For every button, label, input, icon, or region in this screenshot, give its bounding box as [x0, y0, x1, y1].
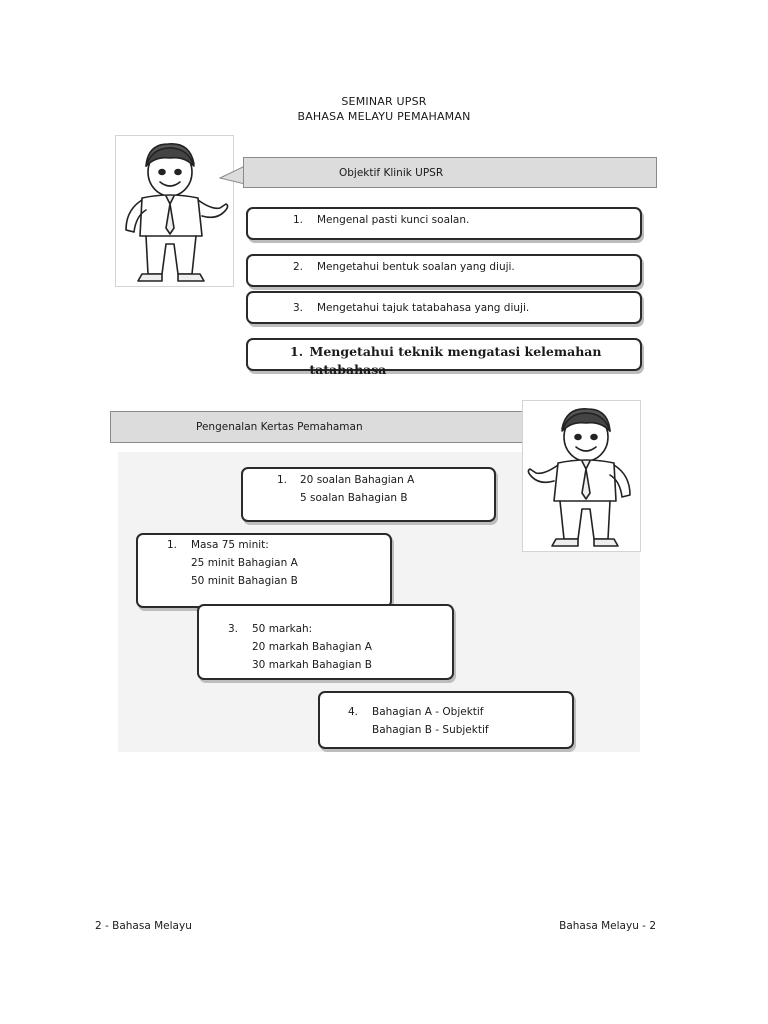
objective-banner-label: Objektif Klinik UPSR — [339, 166, 444, 179]
info-box-questions: 1. 20 soalan Bahagian A 5 soalan Bahagia… — [241, 467, 496, 522]
objective-item-2: 2. Mengetahui bentuk soalan yang diuji. — [246, 254, 642, 287]
introduction-banner: Pengenalan Kertas Pemahaman — [110, 411, 525, 443]
item-number: 1. — [293, 214, 304, 226]
box-line: 25 minit Bahagian A — [191, 557, 298, 569]
footer-right: Bahasa Melayu - 2 — [559, 920, 656, 932]
info-box-time: 1. Masa 75 minit: 25 minit Bahagian A 50… — [136, 533, 392, 608]
item-number: 3. — [293, 302, 304, 314]
info-box-sections: 4. Bahagian A - Objektif Bahagian B - Su… — [318, 691, 574, 749]
item-text: Mengenal pasti kunci soalan. — [317, 214, 470, 226]
box-line: Bahagian B - Subjektif — [372, 724, 489, 736]
box-line: 30 markah Bahagian B — [252, 659, 372, 671]
box-line: Bahagian A - Objektif — [372, 706, 484, 718]
objective-highlight-item: 1. Mengetahui teknik mengatasi kelemahan … — [246, 338, 642, 377]
banner-pointer-left — [219, 158, 245, 188]
teacher-icon — [125, 143, 229, 282]
item-number: 2. — [293, 261, 304, 273]
item-text: Mengetahui tajuk tatabahasa yang diuji. — [317, 302, 530, 314]
item-text: Mengetahui teknik mengatasi kelemahan ta… — [309, 344, 602, 377]
box-number: 3. — [228, 623, 239, 635]
item-text: Mengetahui bentuk soalan yang diuji. — [317, 261, 515, 273]
introduction-banner-label: Pengenalan Kertas Pemahaman — [196, 421, 363, 433]
box-number: 4. — [348, 706, 359, 718]
document-subtitle: BAHASA MELAYU PEMAHAMAN — [297, 110, 471, 123]
box-line: 50 markah: — [252, 623, 313, 635]
teacher-illustration-left — [115, 135, 234, 287]
box-line: 50 minit Bahagian B — [191, 575, 298, 587]
footer-left: 2 - Bahasa Melayu — [95, 920, 192, 932]
box-line: 20 markah Bahagian A — [252, 641, 372, 653]
box-line: Masa 75 minit: — [191, 539, 269, 551]
objective-banner: Objektif Klinik UPSR — [243, 157, 657, 188]
box-line: 5 soalan Bahagian B — [300, 492, 408, 504]
box-number: 1. — [167, 539, 178, 551]
document-title: SEMINAR UPSR — [341, 95, 427, 108]
teacher-illustration-right — [522, 400, 641, 552]
item-number: 1. — [290, 344, 304, 359]
box-line: 20 soalan Bahagian A — [300, 474, 415, 486]
info-box-marks: 3. 50 markah: 20 markah Bahagian A 30 ma… — [197, 604, 454, 680]
teacher-icon — [527, 408, 631, 547]
objective-item-1: 1. Mengenal pasti kunci soalan. — [246, 207, 642, 240]
box-number: 1. — [277, 474, 288, 486]
objective-item-3: 3. Mengetahui tajuk tatabahasa yang diuji… — [246, 291, 642, 324]
